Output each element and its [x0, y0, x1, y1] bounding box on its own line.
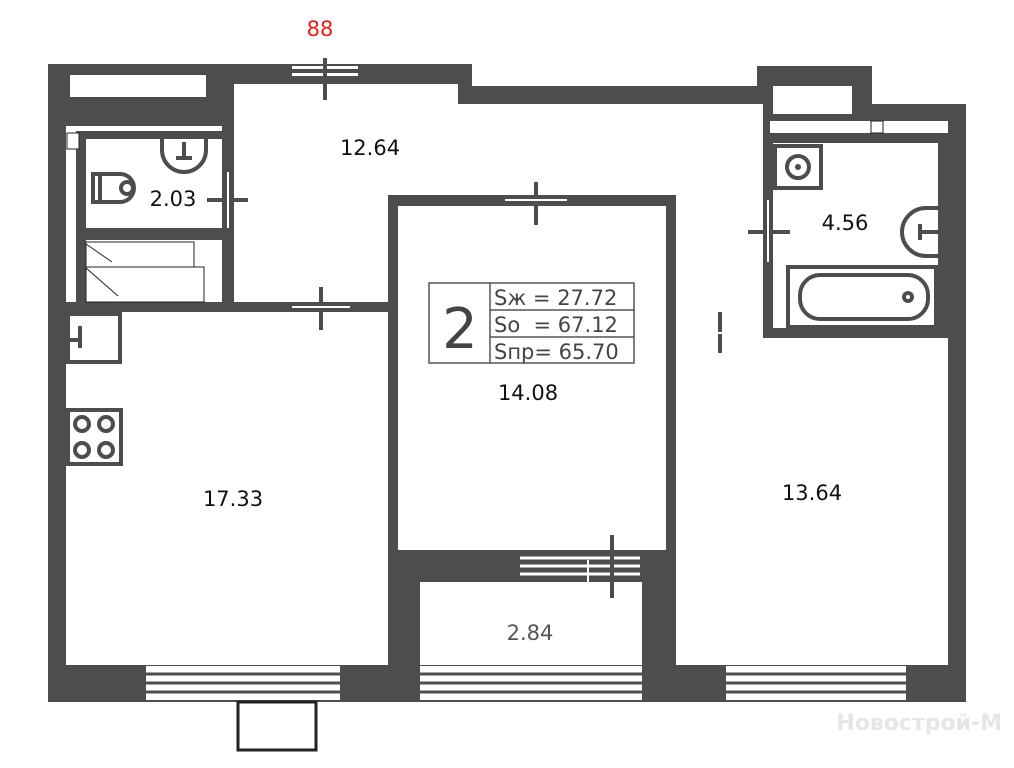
wc-wall-top — [76, 131, 222, 139]
kitchen-sink-icon — [66, 312, 122, 364]
top-left-window-niche — [70, 75, 206, 97]
radiator-center — [520, 556, 640, 576]
window-loggia — [420, 666, 642, 700]
bath-gap — [770, 121, 948, 133]
bath-sink-icon — [773, 144, 823, 190]
label-bedroom-right: 13.64 — [782, 481, 842, 505]
balcony-outline — [236, 700, 318, 752]
label-kitchen: 17.33 — [203, 487, 263, 511]
room-bedroom-center — [398, 206, 666, 550]
shaft-icon — [66, 120, 884, 150]
room-loggia — [420, 582, 642, 665]
total-area: So = 67.12 — [494, 313, 618, 337]
room-hall — [234, 84, 763, 328]
window-kitchen — [146, 666, 340, 700]
washer-icon — [85, 241, 205, 303]
bathtub-icon — [786, 265, 938, 329]
label-hall: 12.64 — [340, 136, 400, 160]
room-kitchen — [66, 312, 388, 665]
label-bathroom: 4.56 — [822, 211, 869, 235]
door-symbols — [207, 58, 790, 598]
reduced-area: Sпр= 65.70 — [494, 340, 619, 364]
toilet-icon — [91, 172, 136, 204]
top-right-niche — [773, 86, 852, 114]
room-bedroom-right — [676, 338, 948, 665]
watermark: Новострой-М — [836, 711, 1002, 736]
window-bedroom-right — [726, 666, 906, 700]
living-area: Sж = 27.72 — [494, 286, 617, 310]
area-summary-box: 2 Sж = 27.72 So = 67.12 Sпр= 65.70 — [428, 282, 635, 364]
unit-number: 88 — [307, 17, 334, 41]
wc-wall-bottom — [76, 228, 222, 240]
sink-wc-icon — [160, 138, 208, 174]
label-loggia: 2.84 — [507, 621, 554, 645]
wc-wall-left — [76, 131, 86, 302]
label-bedroom-center: 14.08 — [498, 381, 558, 405]
rooms-count: 2 — [442, 297, 478, 362]
bath-sink2-icon — [900, 206, 938, 258]
stove-icon — [66, 408, 123, 466]
label-wc: 2.03 — [150, 187, 197, 211]
